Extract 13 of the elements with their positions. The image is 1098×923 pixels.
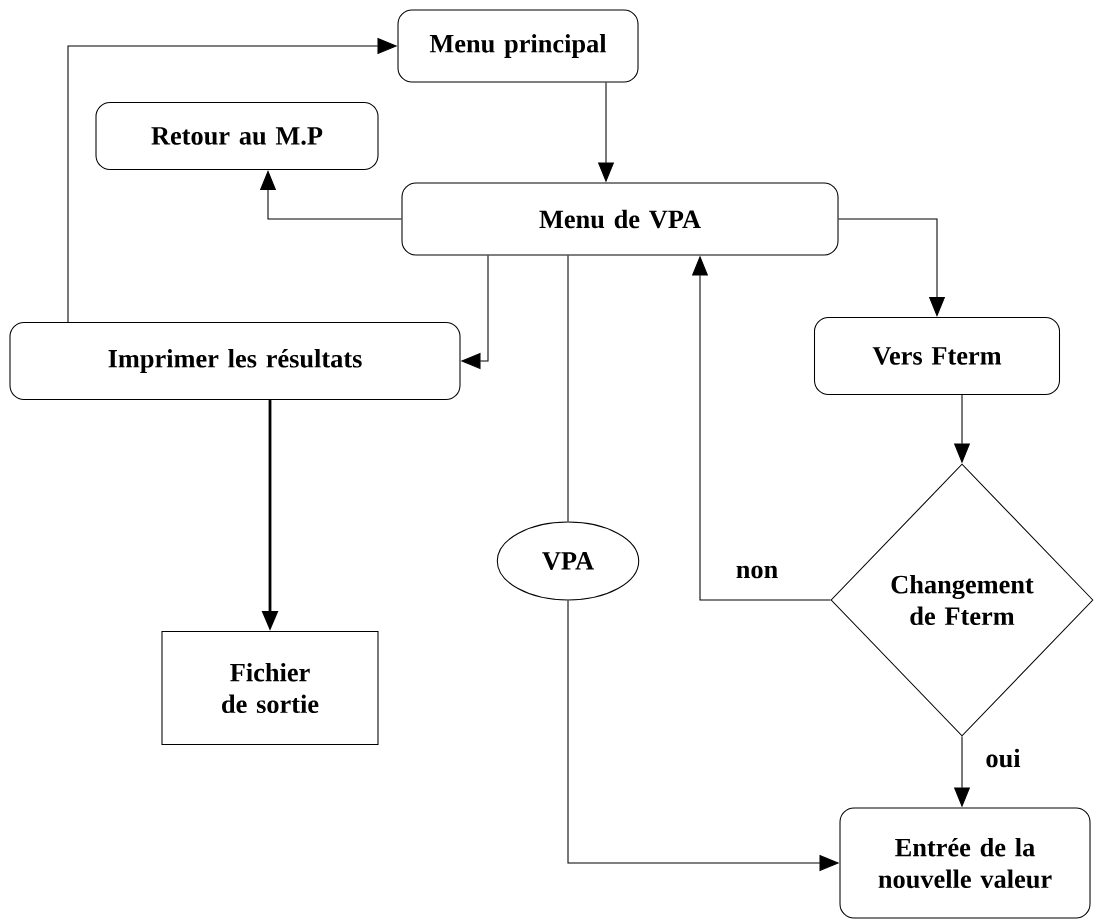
process-box: Vers Fterm — [814, 317, 1061, 396]
arrow — [259, 170, 402, 220]
connector-line — [567, 255, 569, 522]
arrow — [838, 218, 946, 317]
process-box: Menu de VPA — [401, 182, 839, 256]
process-box: Imprimer les résultats — [9, 322, 461, 401]
edge-label: non — [734, 563, 780, 581]
process-box: Fichier de sortie — [161, 631, 379, 746]
oval-box: VPA — [496, 521, 640, 601]
process-box: Retour au M.P — [95, 101, 379, 171]
process-box: Menu principal — [397, 9, 639, 83]
edge-label: oui — [983, 746, 1023, 770]
process-box: Entrée de la nouvelle valeur — [839, 807, 1091, 919]
